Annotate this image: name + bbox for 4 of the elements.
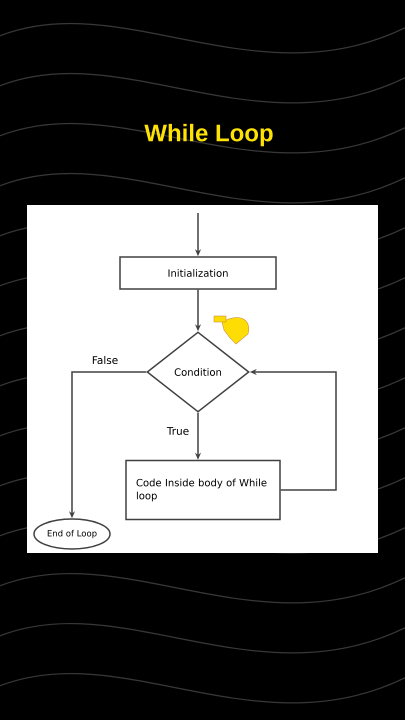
edge-label: True	[166, 426, 190, 436]
title: While Loop	[144, 124, 273, 146]
process-box: Initialization	[119, 256, 277, 290]
process-box: Code Inside body of While loop	[125, 460, 281, 520]
